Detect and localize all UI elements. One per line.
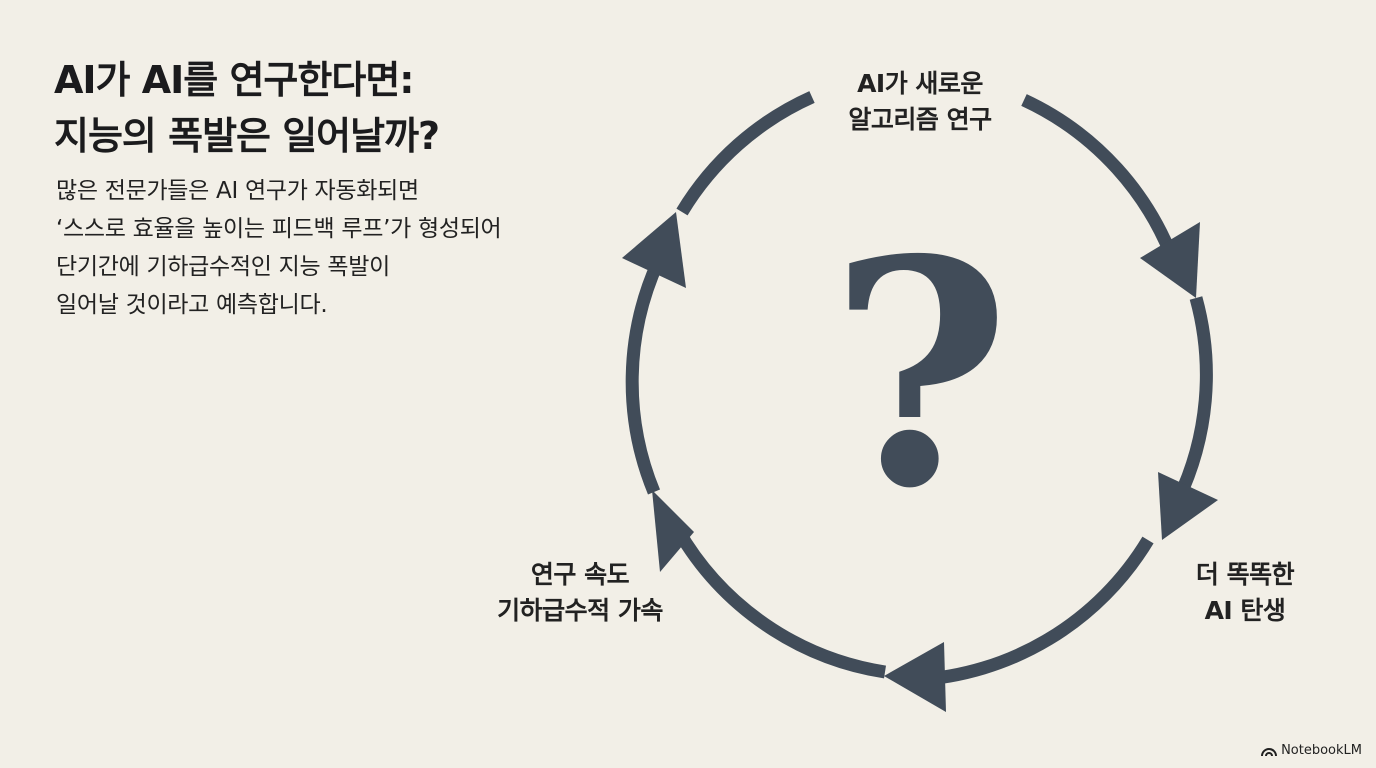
arrowhead-right-upper — [1140, 222, 1200, 298]
cycle-step-acceleration-line-2: 기하급수적 가속 — [497, 596, 663, 625]
title-line-2: 지능의 폭발은 일어날까? — [54, 114, 440, 158]
cycle-step-acceleration: 연구 속도 기하급수적 가속 — [470, 557, 690, 629]
cycle-step-acceleration-line-1: 연구 속도 — [530, 560, 630, 589]
cycle-step-research-line-2: 알고리즘 연구 — [848, 105, 992, 134]
body-line-3: 단기간에 기하급수적인 지능 폭발이 — [56, 254, 390, 280]
body-line-1: 많은 전문가들은 AI 연구가 자동화되면 — [56, 178, 419, 204]
notebooklm-logo-icon — [1261, 747, 1278, 756]
cycle-step-smarter-ai: 더 똑똑한 AI 탄생 — [1160, 557, 1330, 629]
page-title: AI가 AI를 연구한다면: 지능의 폭발은 일어날까? — [54, 52, 440, 164]
arrowhead-right-lower — [1158, 472, 1218, 540]
body-line-2: ‘스스로 효율을 높이는 피드백 루프’가 형성되어 — [56, 216, 502, 242]
cycle-arrow-shaft-3 — [914, 536, 1154, 687]
brand-label: NotebookLM — [1281, 743, 1362, 758]
cycle-step-smarter-ai-line-2: AI 탄생 — [1204, 596, 1286, 625]
notebooklm-watermark: NotebookLM — [1261, 743, 1362, 758]
body-line-4: 일어날 것이라고 예측합니다. — [56, 292, 328, 318]
cycle-arrow-shaft-6 — [676, 91, 815, 216]
question-mark-icon: ? — [829, 193, 1011, 557]
cycle-arrow-shaft-5 — [625, 259, 664, 495]
cycle-arrow-shaft-4 — [672, 526, 886, 679]
arrowhead-bottom — [884, 642, 946, 712]
arrowhead-left-upper — [622, 212, 686, 288]
cycle-step-smarter-ai-line-1: 더 똑똑한 — [1195, 560, 1295, 589]
body-text: 많은 전문가들은 AI 연구가 자동화되면 ‘스스로 효율을 높이는 피드백 루… — [56, 172, 502, 324]
cycle-step-research: AI가 새로운 알고리즘 연구 — [800, 66, 1040, 138]
cycle-step-research-line-1: AI가 새로운 — [857, 69, 983, 98]
cycle-arrow-shaft-1 — [1021, 94, 1183, 271]
cycle-arrow-shaft-2 — [1172, 296, 1213, 503]
title-line-1: AI가 AI를 연구한다면: — [54, 58, 414, 102]
arrowhead-left-lower — [652, 490, 694, 572]
